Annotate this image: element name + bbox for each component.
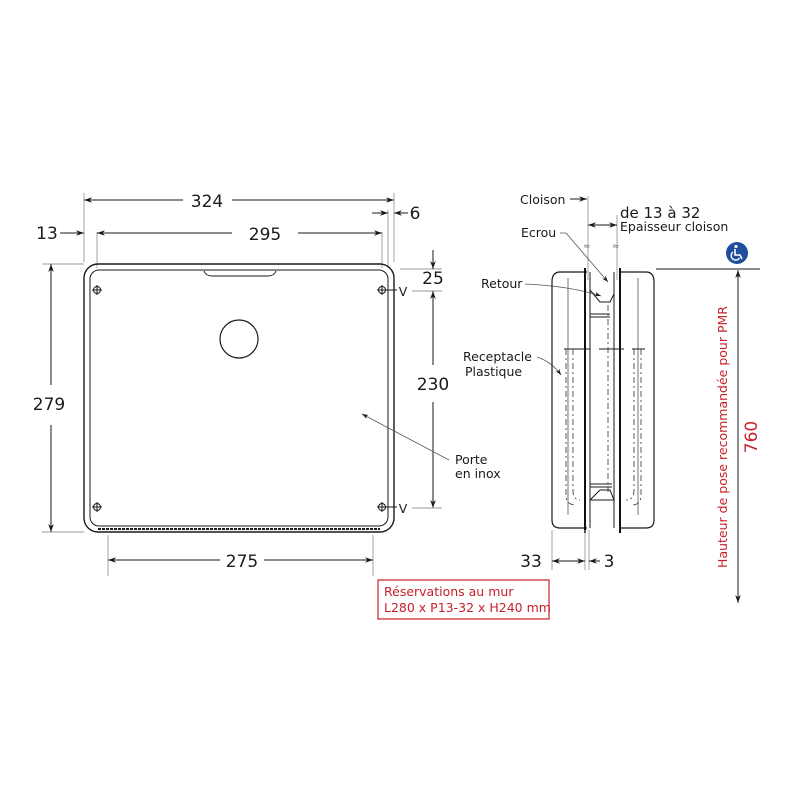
wheelchair-icon — [726, 242, 748, 264]
front-view: 324 295 13 6 279 25 230 V V 275 — [33, 192, 501, 576]
receptacle-dashed — [625, 349, 635, 501]
fixing-hole — [92, 502, 102, 512]
dimension-left-offset: 13 — [36, 224, 58, 244]
leader-line — [536, 356, 562, 376]
ecrou-label: Ecrou — [521, 225, 556, 240]
fixing-hole — [377, 502, 397, 512]
reservation-line2: L280 x P13-32 x H240 mm — [384, 600, 551, 615]
leader-line — [361, 413, 450, 461]
dimension-top-offset: 25 — [422, 269, 444, 289]
dimension-inner-width: 295 — [249, 225, 281, 245]
receptacle-label-line2: Plastique — [465, 364, 522, 379]
door-inner-panel — [89, 269, 389, 527]
dimension-flange: 3 — [604, 552, 615, 572]
door-lock-hole — [219, 319, 259, 359]
side-view: Cloison de 13 à 32 Epaisseur cloison Ecr… — [463, 192, 728, 572]
receptacle-dashed — [565, 349, 577, 506]
leader-line — [524, 283, 602, 297]
pmr-height-value: 760 — [742, 421, 762, 453]
dimension-bottom-width: 275 — [226, 552, 258, 572]
pmr-height-label: Hauteur de pose recommandée pour PMR — [715, 306, 730, 568]
fixing-hole — [92, 285, 102, 295]
dimension-depth: 33 — [520, 552, 542, 572]
door-outer-frame — [83, 263, 395, 533]
wall-hatch: ≈ — [583, 242, 591, 252]
pmr-annotation: 760 Hauteur de pose recommandée pour PMR — [656, 242, 762, 603]
fixing-hole — [377, 285, 397, 295]
receptacle-dashed — [572, 349, 581, 501]
door-label-line2: en inox — [455, 466, 501, 481]
reservation-box: Réservations au mur L280 x P13-32 x H240… — [377, 579, 551, 620]
thickness-range: de 13 à 32 — [620, 204, 700, 222]
receptacle-dashed — [631, 349, 642, 506]
dimension-overall-height: 279 — [33, 395, 65, 415]
cloison-label: Cloison — [520, 192, 565, 207]
fixing-marker-top: V — [399, 284, 408, 299]
door-top-handle — [203, 270, 277, 277]
bottom-retour-shape — [589, 489, 615, 501]
dimension-fixing-spacing: 230 — [417, 375, 449, 395]
receptacle-left-body — [551, 271, 587, 529]
reservation-line1: Réservations au mur — [384, 584, 514, 599]
door-label-line1: Porte — [455, 452, 488, 467]
dimension-right-offset: 6 — [410, 204, 421, 224]
retour-shape — [589, 289, 615, 303]
receptacle-label-line1: Receptacle — [463, 349, 532, 364]
thickness-label: Epaisseur cloison — [620, 219, 728, 234]
receptacle-right-body — [620, 271, 655, 529]
dimension-overall-width: 324 — [191, 192, 223, 212]
wall-hatch: ≈ — [612, 242, 620, 252]
leader-line — [560, 232, 609, 283]
fixing-marker-bottom: V — [399, 501, 408, 516]
retour-label: Retour — [481, 276, 523, 291]
